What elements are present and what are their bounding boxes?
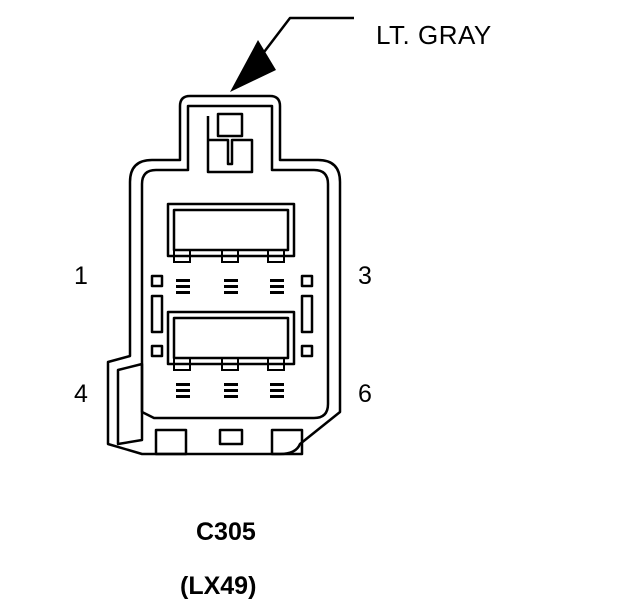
side-notch-left-2 xyxy=(150,294,164,334)
terminal-pin-5-top xyxy=(221,357,239,371)
terminal-pin-4 xyxy=(176,383,190,398)
callout-arrowhead xyxy=(230,40,276,92)
pin-label-6: 6 xyxy=(358,380,372,408)
latch-lock xyxy=(206,116,254,174)
connector-id: C305 xyxy=(196,518,256,546)
bottom-tab-left xyxy=(154,428,188,456)
terminal-pin-3 xyxy=(270,279,284,294)
lower-row-inner xyxy=(172,316,290,360)
lower-row-frame xyxy=(166,310,296,366)
terminal-pin-2-top xyxy=(221,249,239,263)
terminal-pin-6-top xyxy=(267,357,285,371)
side-notch-left-1 xyxy=(150,274,164,288)
side-notch-left-3 xyxy=(150,344,164,358)
pin-label-4: 4 xyxy=(74,380,88,408)
bottom-tab-center xyxy=(218,428,244,446)
bottom-tab-right xyxy=(270,428,304,456)
connector-option-code: (LX49) xyxy=(180,572,257,600)
side-notch-right-1 xyxy=(300,274,314,288)
terminal-pin-1 xyxy=(176,279,190,294)
side-notch-right-3 xyxy=(300,344,314,358)
side-notch-right-2 xyxy=(300,294,314,334)
callout-leader-line xyxy=(257,16,354,61)
pin-label-3: 3 xyxy=(358,262,372,290)
terminal-pin-4-top xyxy=(173,357,191,371)
terminal-pin-6 xyxy=(270,383,284,398)
pin-label-1: 1 xyxy=(74,262,88,290)
left-skirt xyxy=(116,362,144,446)
upper-row-inner xyxy=(172,208,290,252)
latch-tab xyxy=(216,112,244,138)
terminal-pin-3-top xyxy=(267,249,285,263)
terminal-pin-2 xyxy=(224,279,238,294)
connector-housing-inner xyxy=(140,104,330,420)
terminal-pin-5 xyxy=(224,383,238,398)
connector-housing-outer xyxy=(106,94,342,456)
terminal-pin-1-top xyxy=(173,249,191,263)
connector-color-label: LT. GRAY xyxy=(376,20,492,50)
upper-row-frame xyxy=(166,202,296,258)
